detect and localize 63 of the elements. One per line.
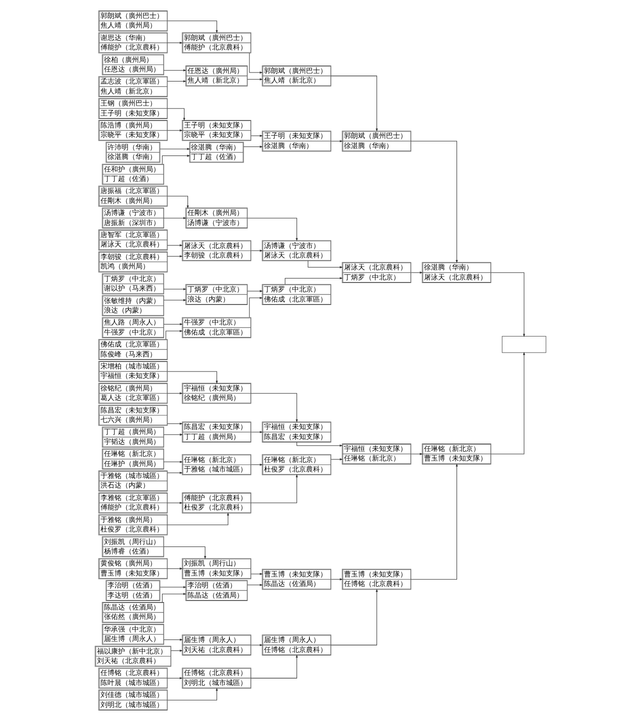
arrow <box>330 140 342 142</box>
arrow <box>250 431 262 434</box>
arrow <box>246 218 298 242</box>
arrow <box>166 502 182 504</box>
arrow <box>250 474 298 504</box>
arrow <box>410 272 422 274</box>
arrow <box>248 52 262 74</box>
arrow <box>166 196 188 209</box>
arrow <box>250 644 262 646</box>
arrow <box>163 69 186 72</box>
arrow <box>490 272 525 337</box>
arrow <box>410 452 422 456</box>
arrow <box>166 371 218 384</box>
arrow <box>166 472 182 474</box>
arrow <box>166 688 218 700</box>
arrow <box>284 277 342 285</box>
arrow <box>246 290 262 292</box>
arrow <box>163 460 182 463</box>
arrow <box>159 586 186 588</box>
arrow <box>163 434 182 436</box>
arrow <box>170 650 182 652</box>
arrow <box>166 512 229 526</box>
arrow <box>166 108 185 121</box>
arrow <box>410 463 458 580</box>
arrow <box>330 458 342 460</box>
arrow <box>490 352 525 454</box>
arrow <box>307 260 342 268</box>
arrow <box>250 393 298 422</box>
arrow <box>246 78 262 80</box>
arrow <box>330 578 342 580</box>
arrow <box>250 654 298 678</box>
arrow <box>250 250 262 252</box>
arrow <box>296 442 342 447</box>
arrow <box>330 588 378 646</box>
arrow <box>166 392 182 394</box>
arrow <box>162 592 186 602</box>
arrow <box>163 323 182 326</box>
arrow <box>166 80 186 82</box>
arrow <box>166 568 182 570</box>
arrow <box>159 148 190 150</box>
arrow <box>163 217 186 220</box>
arrow <box>250 572 262 576</box>
arrow <box>246 584 262 586</box>
arrow <box>410 140 458 264</box>
arrow <box>250 134 262 137</box>
arrow <box>163 299 186 302</box>
arrow <box>166 244 182 246</box>
arrow <box>162 154 190 164</box>
node-box <box>501 336 546 353</box>
arrow <box>166 20 218 34</box>
arrow <box>242 146 262 148</box>
arrow <box>165 330 182 340</box>
arrow <box>163 546 206 560</box>
arrow <box>248 296 262 318</box>
arrow <box>330 76 378 132</box>
arrow <box>166 42 182 44</box>
arrow <box>166 677 182 680</box>
arrow <box>166 129 182 132</box>
arrow <box>250 464 262 466</box>
arrow <box>166 255 182 258</box>
arrow <box>166 422 182 425</box>
arrow <box>163 288 186 290</box>
arrow <box>163 638 182 641</box>
